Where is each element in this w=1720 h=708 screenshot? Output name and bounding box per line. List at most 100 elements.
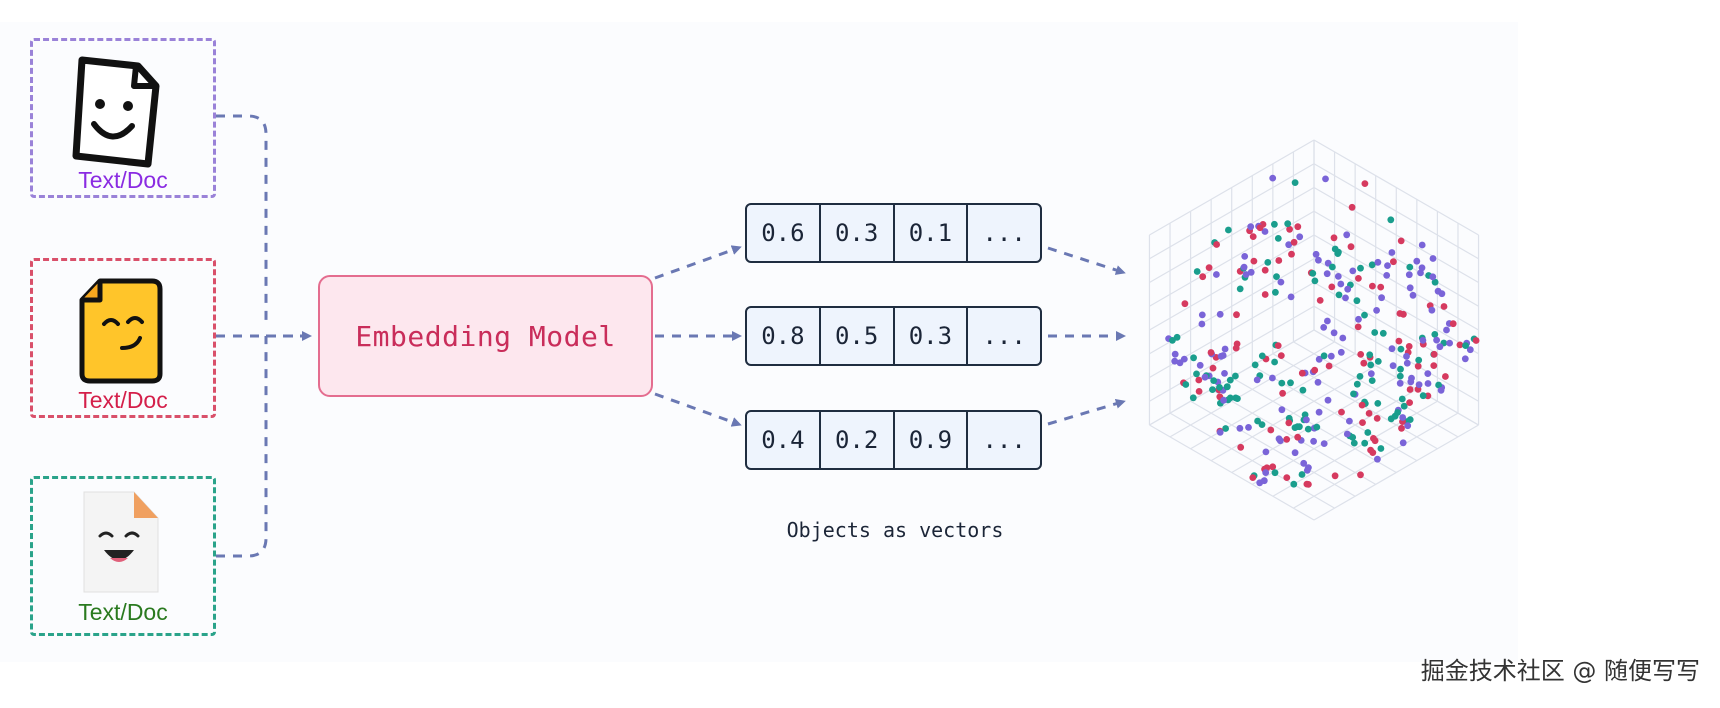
vector-point bbox=[1278, 406, 1286, 414]
vector-point bbox=[1285, 419, 1293, 427]
vector-point bbox=[1198, 311, 1206, 319]
vector-point bbox=[1356, 373, 1364, 380]
vector-point bbox=[1247, 268, 1255, 276]
vector-point bbox=[1419, 392, 1427, 400]
vector-point bbox=[1359, 419, 1366, 426]
vector-point bbox=[1275, 435, 1283, 443]
grid-line bbox=[1313, 281, 1479, 379]
vector-point bbox=[1337, 348, 1345, 356]
vector-point bbox=[1213, 241, 1220, 248]
vector-point bbox=[1388, 249, 1396, 256]
vector-point bbox=[1413, 257, 1421, 265]
vector-point bbox=[1261, 228, 1269, 235]
vector-point bbox=[1436, 343, 1444, 351]
vector-point bbox=[1328, 283, 1336, 291]
vector-point bbox=[1355, 275, 1362, 282]
vector-point bbox=[1384, 262, 1391, 269]
vector-point bbox=[1374, 258, 1382, 266]
vector-point bbox=[1433, 336, 1440, 344]
connector-model-vector-3 bbox=[654, 392, 742, 427]
vector-point bbox=[1429, 273, 1437, 281]
vector-point bbox=[1418, 264, 1426, 272]
vector-point bbox=[1472, 337, 1480, 344]
vector-point bbox=[1322, 175, 1329, 183]
vector-point bbox=[1373, 415, 1381, 422]
vector-point bbox=[1335, 291, 1343, 299]
vector-point bbox=[1242, 271, 1250, 278]
grid-line bbox=[1272, 353, 1438, 450]
vector-point bbox=[1299, 386, 1307, 394]
vector-point bbox=[1311, 277, 1319, 285]
vector-point bbox=[1406, 386, 1414, 393]
vector-point bbox=[1406, 416, 1414, 423]
smiley-document-icon bbox=[72, 56, 160, 168]
vector-point bbox=[1374, 400, 1382, 407]
vector-point bbox=[1250, 257, 1258, 265]
vector-point bbox=[1303, 416, 1310, 424]
vector-point bbox=[1350, 439, 1358, 447]
vector-point bbox=[1330, 329, 1338, 337]
vector-point bbox=[1272, 288, 1279, 296]
vector-cell: 0.1 bbox=[895, 205, 969, 261]
vector-point bbox=[1329, 263, 1336, 271]
vector-point bbox=[1193, 268, 1201, 275]
vector-space-points bbox=[1165, 174, 1480, 488]
vector-point bbox=[1320, 352, 1328, 360]
vector-point bbox=[1198, 320, 1206, 328]
vector-point bbox=[1415, 381, 1423, 388]
vector-point bbox=[1271, 469, 1279, 477]
vector-point bbox=[1225, 226, 1232, 234]
vector-point bbox=[1271, 358, 1278, 366]
vector-point bbox=[1404, 422, 1412, 430]
vector-point bbox=[1403, 359, 1411, 367]
vector-point bbox=[1205, 264, 1213, 271]
vector-point bbox=[1334, 273, 1342, 280]
vector-point bbox=[1223, 383, 1231, 391]
connector-vector-space-3 bbox=[1047, 398, 1126, 426]
vector-point bbox=[1236, 285, 1244, 293]
vector-point bbox=[1371, 329, 1379, 336]
vector-point bbox=[1357, 264, 1364, 272]
vector-point bbox=[1181, 300, 1189, 308]
grid-line bbox=[1251, 388, 1418, 485]
vector-point bbox=[1389, 362, 1397, 370]
vector-point bbox=[1269, 174, 1277, 182]
vector-point bbox=[1400, 310, 1407, 318]
vector-point bbox=[1296, 233, 1304, 241]
vector-point bbox=[1254, 417, 1261, 425]
vector-point bbox=[1247, 223, 1255, 231]
vector-point bbox=[1264, 259, 1272, 266]
vector-point bbox=[1360, 359, 1368, 367]
vector-point bbox=[1196, 361, 1204, 369]
vector-point bbox=[1277, 278, 1285, 286]
vector-point bbox=[1403, 352, 1410, 360]
vector-point bbox=[1279, 389, 1286, 397]
vector-point bbox=[1339, 334, 1347, 342]
vector-cell: 0.5 bbox=[821, 308, 895, 364]
vector-point bbox=[1305, 481, 1312, 488]
vector-row-3: 0.4 0.2 0.9 ... bbox=[745, 410, 1042, 470]
vector-point bbox=[1216, 384, 1223, 391]
vector-point bbox=[1285, 241, 1293, 249]
vector-point bbox=[1190, 354, 1197, 362]
input-label-2: Text/Doc bbox=[78, 387, 168, 413]
grid-line bbox=[1313, 258, 1479, 355]
vector-point bbox=[1342, 294, 1349, 302]
vector-point bbox=[1271, 220, 1278, 228]
vector-point bbox=[1405, 343, 1413, 350]
vector-point bbox=[1256, 224, 1264, 232]
vector-point bbox=[1241, 253, 1249, 260]
vector-point bbox=[1222, 425, 1229, 432]
grid-line bbox=[1313, 305, 1479, 402]
vector-point bbox=[1424, 370, 1432, 377]
vector-point bbox=[1315, 355, 1323, 363]
vector-point bbox=[1466, 346, 1474, 354]
vector-point bbox=[1374, 358, 1382, 365]
vector-point bbox=[1294, 223, 1302, 231]
vector-point bbox=[1400, 402, 1408, 410]
vector-point bbox=[1258, 352, 1266, 360]
vector-point bbox=[1274, 342, 1282, 349]
vector-row-1: 0.6 0.3 0.1 ... bbox=[745, 203, 1042, 263]
